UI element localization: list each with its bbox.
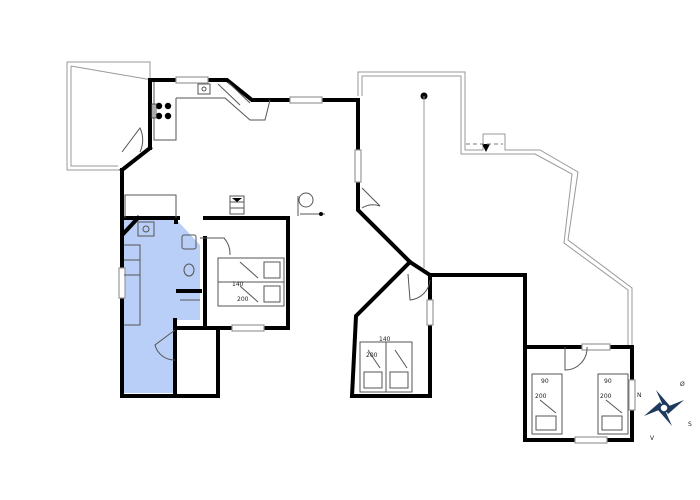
bed-labels: 200 140 140 200 90 200 90 200: [232, 281, 612, 400]
bed-label: 200: [237, 296, 249, 303]
bathroom-floor: [124, 218, 200, 393]
windows: [118, 76, 636, 444]
interior-walls: [120, 215, 290, 395]
kitchen: [151, 81, 271, 141]
compass-rose-icon: N Ø S V: [637, 381, 692, 442]
stove-fireplace-icon: [297, 192, 325, 216]
bed-label: 200: [600, 393, 612, 400]
room-a-beds: [217, 257, 285, 307]
compass-east-label: Ø: [680, 381, 685, 388]
bed-label: 90: [604, 378, 612, 385]
bathroom-fixtures: [124, 234, 200, 326]
bed-label: 200: [366, 352, 378, 359]
bed-label: 200: [535, 393, 547, 400]
room-b-beds: [359, 341, 413, 393]
bed-label: 90: [541, 378, 549, 385]
bed-label: 140: [232, 281, 244, 288]
terrace-step-arrow: [482, 144, 490, 152]
compass-south-label: S: [688, 421, 692, 428]
doors: [121, 127, 588, 371]
terrace-left: [66, 61, 153, 171]
bed-label: 140: [379, 336, 391, 343]
stair-icon: [229, 195, 245, 215]
compass-north-label: N: [637, 392, 642, 399]
utility-cabinet: [124, 194, 177, 237]
room-c-beds: [531, 373, 629, 435]
stove-icon: [155, 102, 172, 120]
terrace-right: [357, 71, 633, 345]
compass-west-label: V: [650, 435, 655, 442]
